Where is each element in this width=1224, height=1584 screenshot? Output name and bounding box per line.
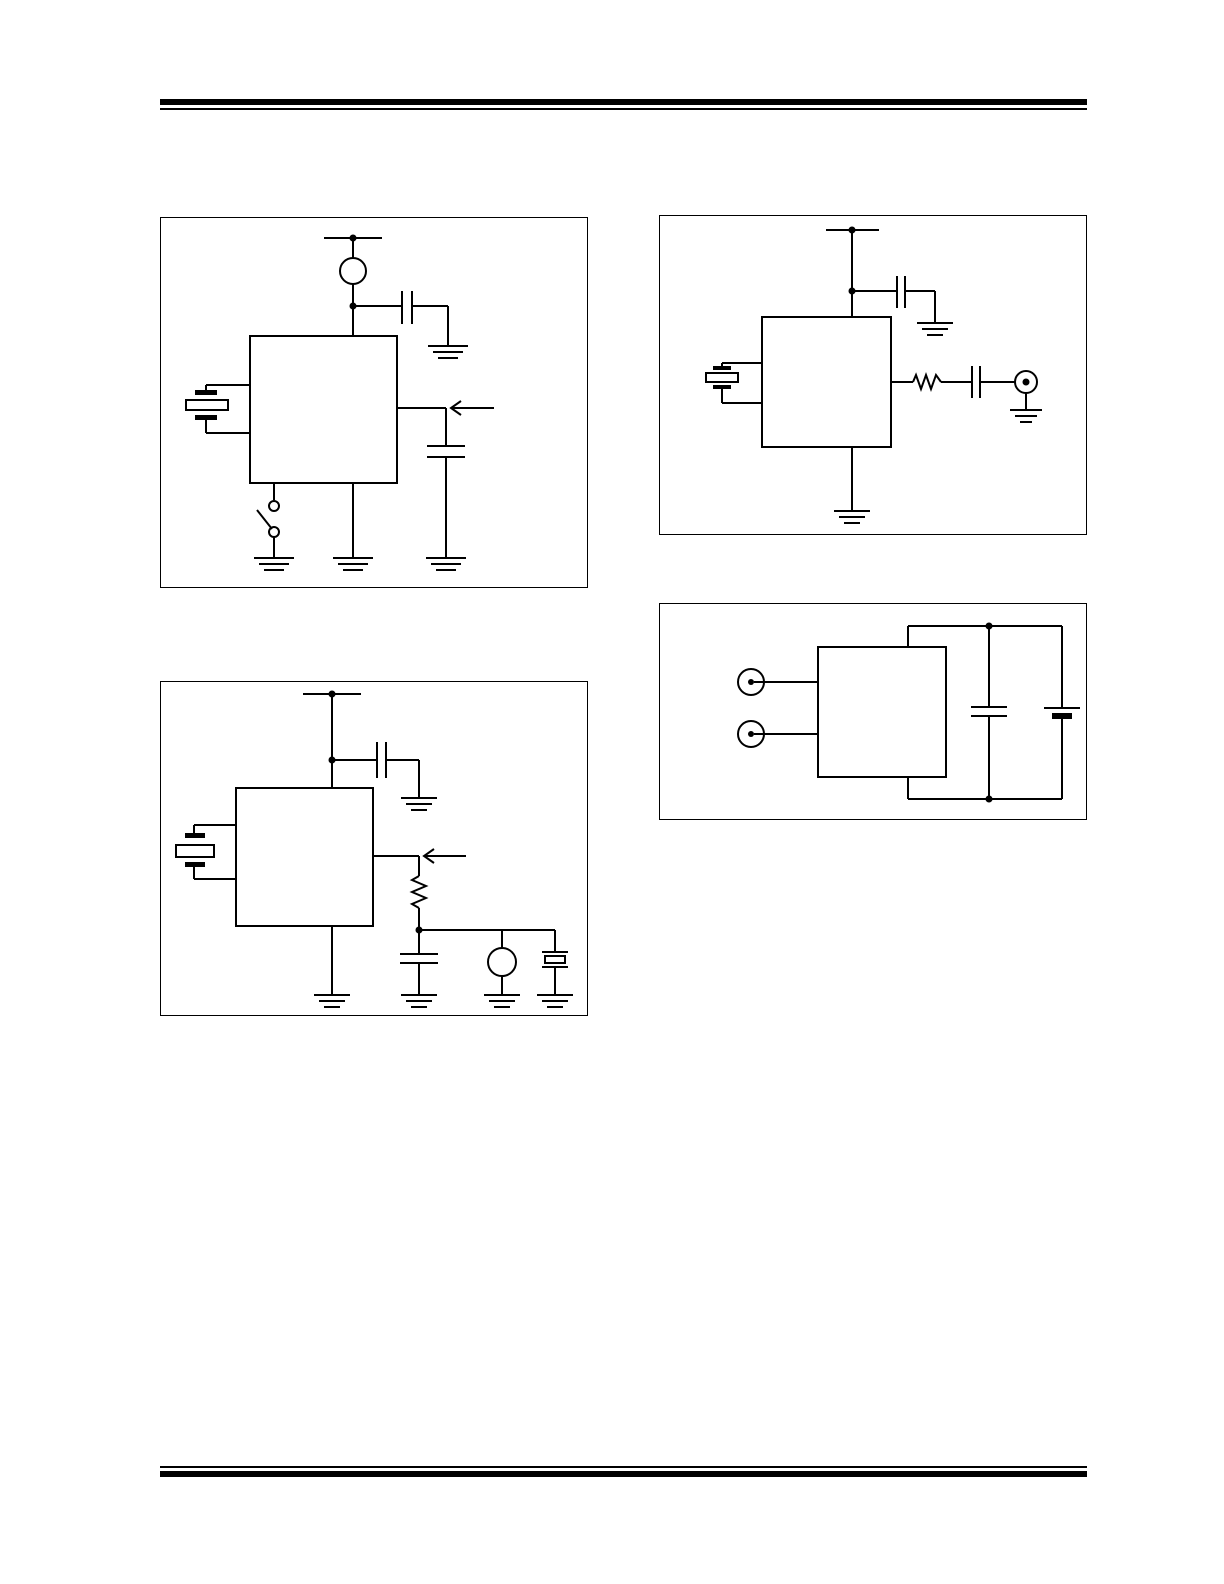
ground-icon	[426, 557, 466, 571]
resistor-icon	[409, 875, 429, 909]
footer-rule-thick	[160, 1471, 1087, 1477]
ground-icon	[254, 557, 294, 571]
ground-icon	[428, 345, 468, 359]
ic-block	[249, 335, 398, 484]
ground-icon	[401, 994, 437, 1008]
figure-2-schematic	[659, 215, 1087, 535]
crystal-icon	[544, 955, 566, 964]
ic-block	[817, 646, 947, 778]
figure-4-schematic	[659, 603, 1087, 820]
ground-icon	[401, 797, 437, 811]
footer-rule-thin	[160, 1466, 1087, 1468]
ic-block	[761, 316, 892, 448]
resistor-icon	[912, 372, 942, 392]
ground-icon	[484, 994, 520, 1008]
figure-1-schematic	[160, 217, 588, 588]
switch-icon	[256, 509, 273, 530]
crystal-icon	[185, 399, 229, 411]
ground-icon	[333, 557, 373, 571]
meter-circle-icon	[339, 257, 367, 285]
ground-icon	[917, 322, 953, 336]
crystal-icon	[705, 372, 739, 383]
figure-3-schematic	[160, 681, 588, 1016]
header-rule-thin	[160, 108, 1087, 110]
ic-block	[235, 787, 374, 927]
meter-circle-icon	[487, 947, 517, 977]
header-rule-thick	[160, 99, 1087, 105]
ground-icon	[834, 510, 870, 524]
ground-icon	[1010, 409, 1042, 423]
ground-icon	[314, 994, 350, 1008]
ground-icon	[537, 994, 573, 1008]
crystal-icon	[175, 844, 215, 858]
